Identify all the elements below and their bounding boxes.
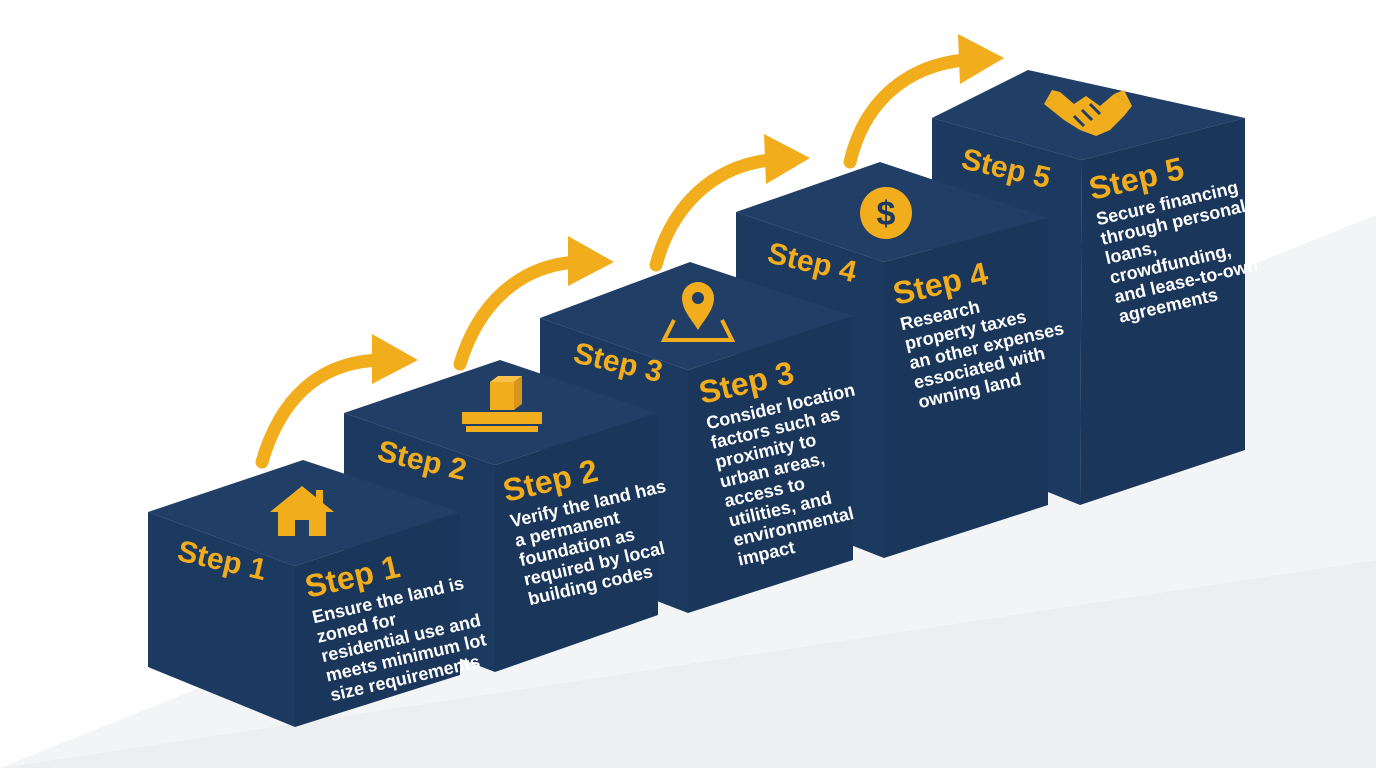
house-icon <box>270 486 334 536</box>
curved-arrow-icon <box>453 236 614 371</box>
svg-text:$: $ <box>877 195 896 233</box>
block-right-face <box>295 512 460 727</box>
location-pin-icon <box>660 282 736 342</box>
foundation-icon <box>462 376 542 432</box>
block-right-face <box>688 316 853 613</box>
handshake-icon <box>1044 90 1132 136</box>
dollar-coin-icon: $ <box>860 187 912 239</box>
curved-arrow-icon <box>255 334 418 469</box>
curved-arrow-icon <box>843 34 1004 169</box>
curved-arrow-icon <box>649 134 810 272</box>
block-right-face <box>1080 118 1245 505</box>
block-right-face <box>884 218 1048 558</box>
block-left-face <box>148 512 295 727</box>
block-right-face <box>495 413 658 672</box>
